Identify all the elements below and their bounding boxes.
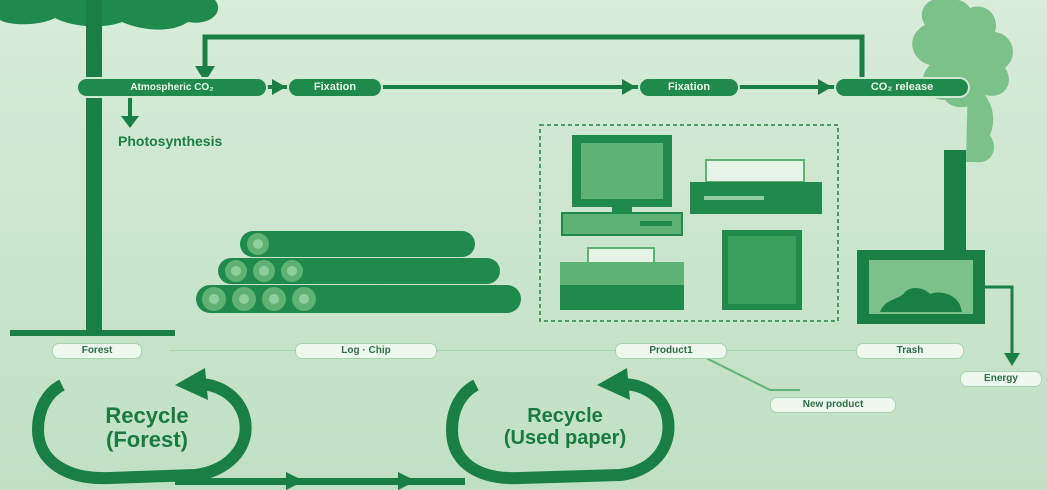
- fixation-label-1: Fixation: [289, 79, 381, 96]
- recycle-paper-label: Recycle (Used paper): [470, 405, 660, 449]
- photosynthesis-label: Photosynthesis: [118, 133, 223, 149]
- stage-baseline: [170, 350, 890, 351]
- recycle-paper-line2: (Used paper): [503, 427, 627, 449]
- energy-tag: Energy: [960, 371, 1042, 387]
- new-product-line: [660, 354, 800, 391]
- photosynthesis-arrow-head: [121, 116, 139, 128]
- recycle-paper-line1: Recycle: [527, 405, 603, 427]
- loop-arrow-line: [202, 34, 865, 86]
- tree-icon: [0, 0, 219, 335]
- photosynthesis-arrow-line: [128, 92, 132, 118]
- bottom-arrow-2: [398, 472, 416, 490]
- trash-tag: Trash: [856, 343, 964, 359]
- printer-icon: [690, 159, 822, 214]
- fixation-label-2: Fixation: [640, 79, 738, 96]
- flow-arrow-1: [272, 79, 286, 95]
- product-box: [539, 124, 839, 322]
- incinerator-icon: [857, 0, 1013, 324]
- flow-line: [110, 85, 950, 89]
- recycle-forest-line1: Recycle: [105, 403, 189, 428]
- flow-arrow-2: [622, 79, 636, 95]
- loop-arrow-head: [195, 66, 215, 82]
- recycle-forest-icon: [31, 368, 252, 485]
- bottom-connector: [175, 478, 465, 485]
- logs-icon: [196, 231, 521, 313]
- new-product-tag: New product: [770, 397, 896, 413]
- document-icon: [722, 230, 802, 310]
- recycle-paper-icon: [445, 368, 675, 485]
- office-machine-icon: [560, 247, 684, 310]
- computer-icon: [561, 135, 683, 236]
- co2-release-label: CO₂ release: [836, 79, 968, 96]
- ground-line: [10, 330, 175, 336]
- product-tag: Product1: [615, 343, 727, 359]
- log-chip-tag: Log · Chip: [295, 343, 437, 359]
- recycle-forest-label: Recycle (Forest): [62, 403, 232, 453]
- bottom-arrow-1: [286, 472, 304, 490]
- energy-arrow-head: [1004, 353, 1020, 366]
- energy-arrow-line: [985, 285, 1014, 355]
- forest-tag: Forest: [52, 343, 142, 359]
- flow-arrow-3: [818, 79, 832, 95]
- recycle-forest-line2: (Forest): [106, 427, 188, 453]
- atmospheric-co2-label: Atmospheric CO₂: [78, 79, 266, 96]
